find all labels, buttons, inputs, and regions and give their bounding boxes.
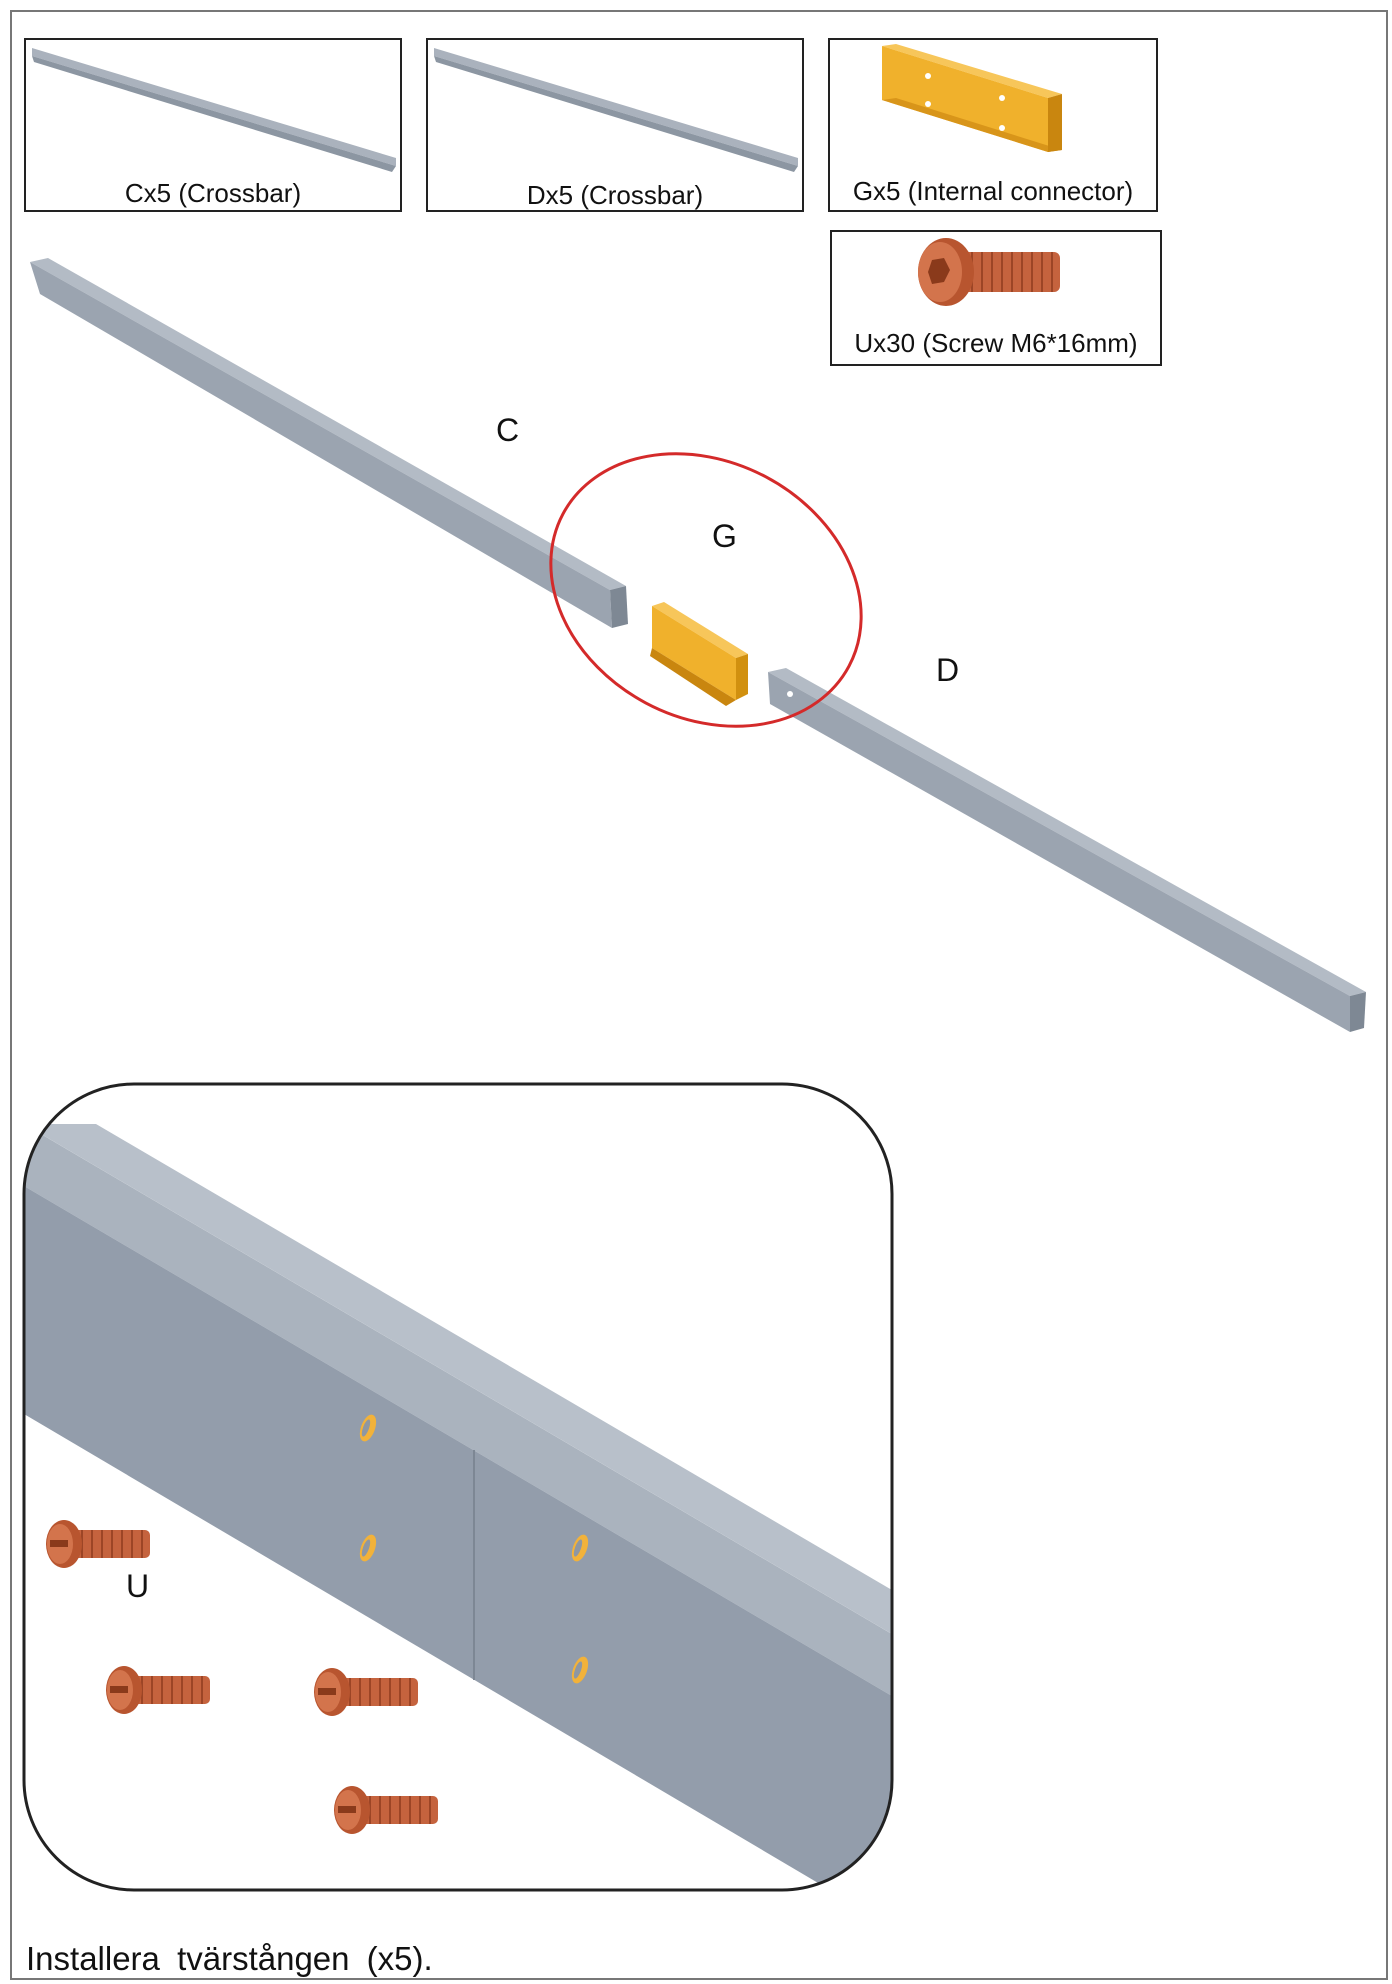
channel-connector-icon — [882, 44, 1062, 152]
part-box-d: Dx5 (Crossbar) — [426, 38, 804, 212]
crossbar-d — [768, 668, 1366, 1032]
crossbar-icon — [32, 48, 396, 172]
internal-connector-g — [650, 602, 748, 706]
part-label-d: Dx5 (Crossbar) — [526, 180, 704, 210]
highlight-circle — [549, 452, 863, 728]
crossbar-icon — [434, 48, 798, 172]
screw-icon — [334, 1786, 438, 1834]
part-box-u: Ux30 (Screw M6*16mm) — [830, 230, 1162, 366]
part-box-c: Cx5 (Crossbar) — [24, 38, 402, 212]
label-u: U — [126, 1568, 150, 1604]
detail-inset-border — [22, 1082, 894, 1892]
part-label-c: Cx5 (Crossbar) — [124, 178, 302, 208]
instruction-caption: Installera tvärstången (x5). — [26, 1940, 433, 1977]
label-d: D — [936, 652, 960, 688]
part-label-u: Ux30 (Screw M6*16mm) — [854, 328, 1138, 358]
detail-inset — [24, 1084, 892, 1890]
part-box-g: Gx5 (Internal connector) — [828, 38, 1158, 212]
label-c: C — [496, 412, 520, 448]
page-frame — [10, 10, 1388, 1980]
crossbar-c — [30, 258, 628, 628]
part-label-g: Gx5 (Internal connector) — [852, 176, 1134, 206]
screw-icon — [46, 1520, 150, 1568]
label-g: G — [712, 518, 737, 554]
screw-icon — [314, 1668, 418, 1716]
screw-icon — [106, 1666, 210, 1714]
hex-screw-icon — [918, 238, 1060, 306]
